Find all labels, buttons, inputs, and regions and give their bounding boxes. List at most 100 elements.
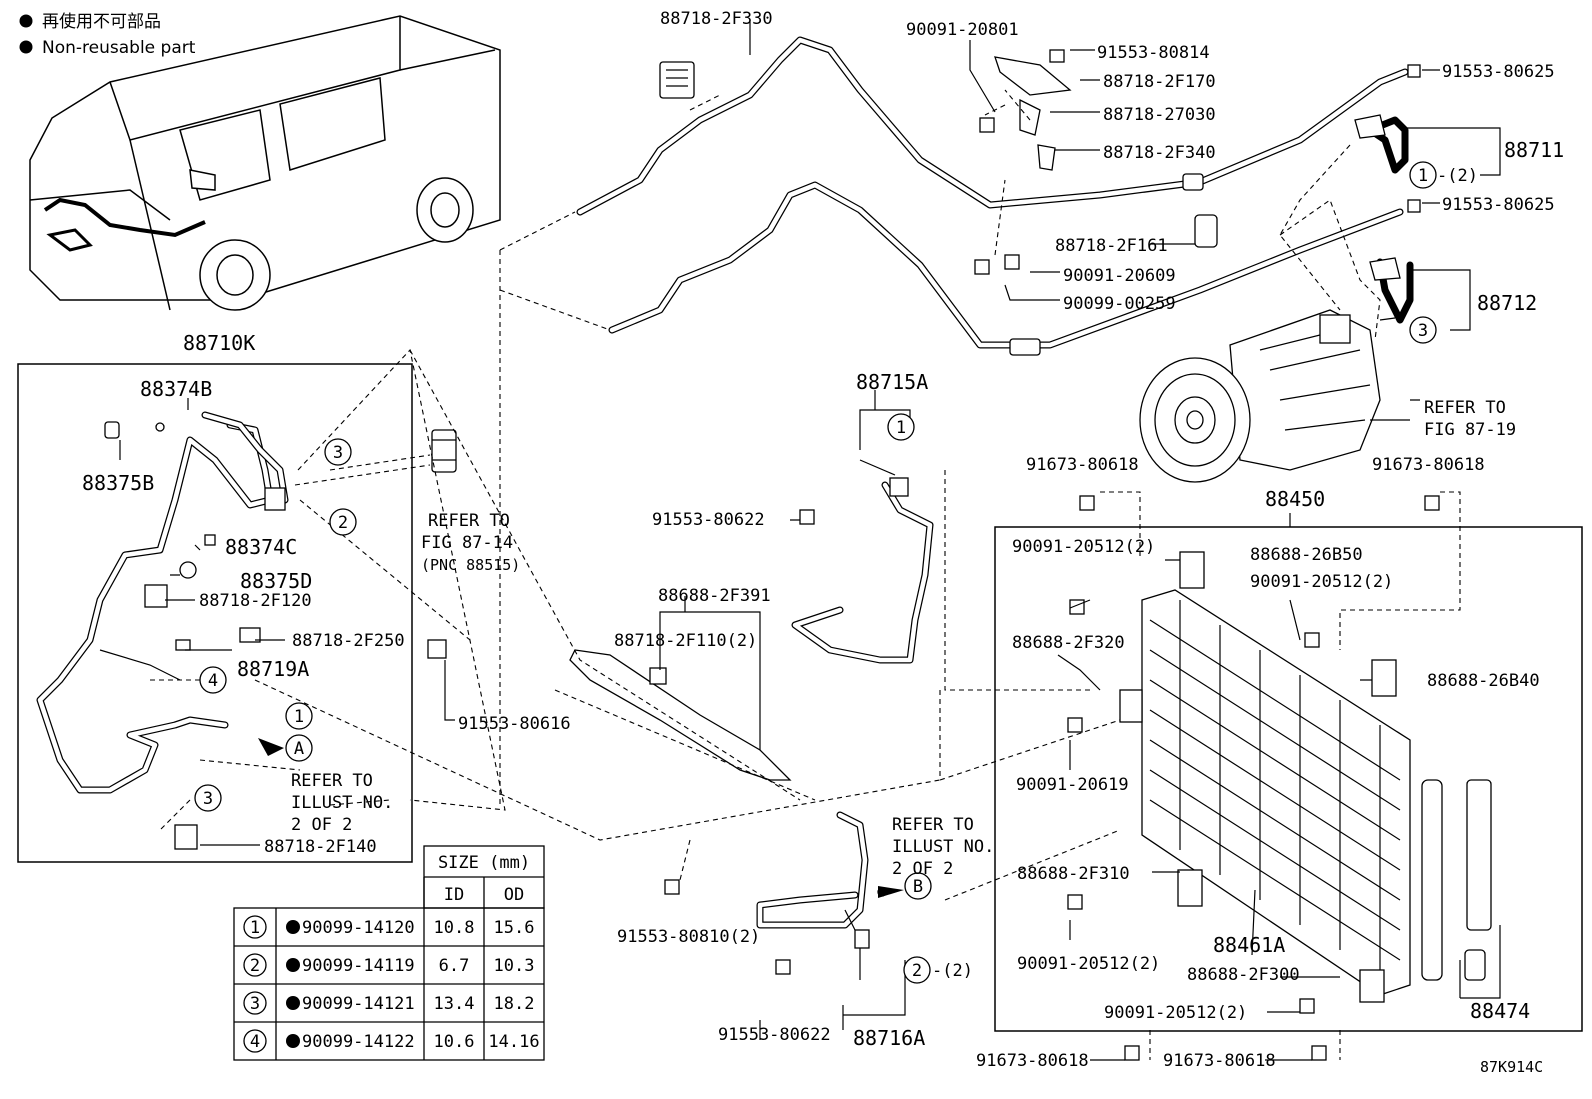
tube-88710K	[36, 411, 289, 850]
row-id: 13.4	[434, 994, 475, 1014]
upper-pipes	[576, 36, 1409, 356]
label-88688-26B40: 88688-26B40	[1427, 671, 1540, 691]
label-88374B: 88374B	[140, 377, 212, 401]
callout-1: 1	[294, 707, 304, 727]
callout-1: 1	[896, 418, 906, 438]
refer-illust-line3: 2 OF 2	[291, 815, 352, 835]
size-table-title: SIZE (mm)	[438, 853, 530, 873]
clamp-88718-2F330	[659, 61, 695, 99]
label-91553-80616: 91553-80616	[458, 714, 571, 734]
non-reusable-bullet-icon	[286, 996, 300, 1010]
label-88718-2F340: 88718-2F340	[1103, 143, 1216, 163]
pipe-fitting	[1182, 173, 1204, 191]
refer-illust-b-line2: ILLUST NO.	[892, 837, 994, 857]
callout-B: B	[913, 877, 923, 897]
label-88718-2F170: 88718-2F170	[1103, 72, 1216, 92]
non-reusable-bullet-icon	[286, 1034, 300, 1048]
tube-88716A	[756, 811, 887, 980]
table-row: 2 90099-14119 6.7 10.3	[243, 953, 534, 977]
callouts	[194, 161, 1437, 984]
label-88474: 88474	[1470, 999, 1530, 1023]
label-88715A: 88715A	[856, 370, 928, 394]
size-table: SIZE (mm) ID OD 1 90099-14120 10.8 15.6 …	[233, 845, 545, 1061]
label-88711: 88711	[1504, 138, 1564, 162]
table-row: 4 90099-14122 10.6 14.16	[243, 1029, 540, 1053]
callout-1: 1	[1418, 166, 1428, 186]
label-91553-80814: 91553-80814	[1097, 43, 1210, 63]
callout-3: 3	[333, 443, 343, 463]
row-id: 10.8	[434, 918, 475, 938]
label-90091-20512: 90091-20512(2)	[1017, 954, 1160, 974]
callout-numbers: 3 2 4 1 A 3 1 B 2 1 3	[203, 166, 1428, 981]
hoses-88711-88712	[1354, 64, 1421, 324]
label-91553-80810: 91553-80810(2)	[617, 927, 760, 947]
van-illustration	[29, 15, 501, 311]
non-reusable-bullet-icon	[286, 920, 300, 934]
assembly-box-88710K	[17, 363, 413, 863]
size-table-col-od: OD	[504, 885, 524, 905]
arrow-to-B-icon	[878, 886, 904, 898]
label-88688-2F300: 88688-2F300	[1187, 965, 1300, 985]
refer-fig-87-19-line1: REFER TO	[1424, 398, 1506, 418]
callout-3: 3	[1418, 321, 1428, 341]
label-88461A: 88461A	[1213, 933, 1285, 957]
row-number: 4	[250, 1032, 260, 1052]
assembly-box-condenser	[994, 526, 1583, 1032]
label-91553-80625: 91553-80625	[1442, 62, 1555, 82]
label-88374C: 88374C	[225, 535, 297, 559]
label-91553-80622: 91553-80622	[652, 510, 765, 530]
row-od: 18.2	[494, 994, 535, 1014]
callout-2: 2	[912, 961, 922, 981]
size-table-col-id: ID	[444, 885, 464, 905]
label-88718-2F250: 88718-2F250	[292, 631, 405, 651]
refer-fig-87-14-line2: FIG 87-14	[421, 533, 513, 553]
row-od: 15.6	[494, 918, 535, 938]
label-88375D: 88375D	[240, 569, 312, 593]
legend-japanese: 再使用不可部品	[42, 11, 161, 32]
refer-fig-87-14-line1: REFER TO	[428, 511, 510, 531]
label-91673-80618: 91673-80618	[1372, 455, 1485, 475]
label-88719A: 88719A	[237, 657, 309, 681]
callout-3: 3	[203, 789, 213, 809]
label-88688-2F320: 88688-2F320	[1012, 633, 1125, 653]
refer-illust-line2: ILLUST NO.	[291, 793, 393, 813]
row-number: 1	[250, 918, 260, 938]
arrow-to-A-icon	[258, 738, 284, 756]
label-91673-80618: 91673-80618	[1163, 1051, 1276, 1071]
label-qty-2: -(2)	[932, 961, 973, 981]
row-number: 2	[250, 956, 260, 976]
label-88718-2F110: 88718-2F110(2)	[614, 631, 757, 651]
non-reusable-bullet-icon	[19, 40, 33, 54]
label-qty-2: -(2)	[1437, 166, 1478, 186]
row-od: 14.16	[488, 1032, 539, 1052]
label-88718-2F140: 88718-2F140	[264, 837, 377, 857]
tube-88715A	[791, 477, 934, 664]
label-88710K: 88710K	[183, 331, 255, 355]
row-part-number: 90099-14122	[302, 1032, 415, 1052]
label-90091-20512: 90091-20512(2)	[1250, 572, 1393, 592]
pipe-fitting	[1009, 338, 1041, 356]
label-88718-2F161: 88718-2F161	[1055, 236, 1168, 256]
non-reusable-bullet-icon	[286, 958, 300, 972]
callout-4: 4	[208, 671, 218, 691]
row-part-number: 90099-14121	[302, 994, 415, 1014]
label-88688-2F310: 88688-2F310	[1017, 864, 1130, 884]
row-id: 10.6	[434, 1032, 475, 1052]
bracket-88718-2F170	[974, 49, 1218, 275]
callout-2: 2	[338, 513, 348, 533]
label-91673-80618: 91673-80618	[976, 1051, 1089, 1071]
legend-english: Non-reusable part	[42, 38, 196, 58]
refer-fig-87-14-line3: (PNC 88515)	[421, 556, 520, 574]
row-number: 3	[250, 994, 260, 1014]
table-row: 1 90099-14120 10.8 15.6	[243, 915, 535, 939]
label-90091-20619: 90091-20619	[1016, 775, 1129, 795]
callout-A: A	[294, 739, 304, 759]
label-91553-80622: 91553-80622	[718, 1025, 831, 1045]
refer-illust-b-line3: 2 OF 2	[892, 859, 953, 879]
label-90091-20512: 90091-20512(2)	[1012, 537, 1155, 557]
expansion-valve	[427, 429, 457, 659]
non-reusable-bullet-icon	[19, 14, 33, 28]
label-88450: 88450	[1265, 487, 1325, 511]
label-90091-20801: 90091-20801	[906, 20, 1019, 40]
